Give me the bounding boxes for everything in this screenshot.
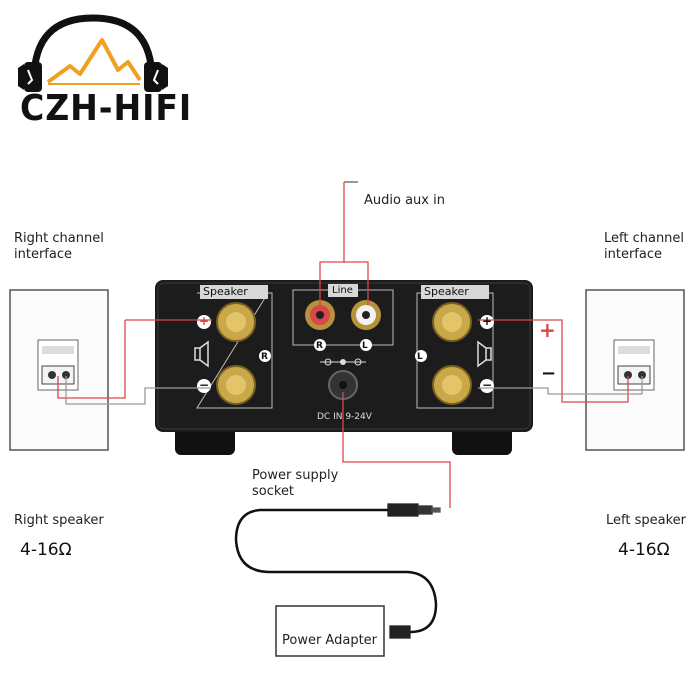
- right-plus-mark: +: [482, 314, 493, 328]
- power-adapter-box: [275, 605, 385, 657]
- right-impedance: 4-16Ω: [20, 540, 72, 560]
- left-speaker-box: [585, 289, 685, 451]
- headphones-icon: [18, 14, 168, 92]
- right-minus-mark: −: [482, 378, 493, 392]
- panel-r-label: R: [261, 352, 268, 362]
- wires: [57, 181, 643, 639]
- rca-l-label: L: [362, 341, 368, 351]
- left-speaker-plus: +: [539, 318, 556, 342]
- left-channel-label-line2: interface: [604, 247, 662, 262]
- left-minus-mark: −: [199, 378, 210, 392]
- rca-r-label: R: [316, 341, 323, 351]
- panel-l-label: L: [417, 352, 423, 362]
- speaker-label-left: Speaker: [203, 285, 248, 298]
- speaker-label-right: Speaker: [424, 285, 469, 298]
- power-supply-label-line1: Power supply: [252, 468, 339, 483]
- left-speaker-label: Left speaker: [606, 513, 686, 528]
- amplifier: [155, 280, 533, 455]
- left-speaker-minus: −: [541, 363, 557, 384]
- right-channel-label-line1: Right channel: [14, 231, 104, 246]
- logo-text: CZH-HIFI: [20, 88, 193, 129]
- audio-aux-in-label: Audio aux in: [364, 193, 445, 208]
- right-speaker-box: [9, 289, 109, 451]
- right-speaker-label: Right speaker: [14, 513, 104, 528]
- dc-in-label: DC IN 9-24V: [317, 412, 372, 422]
- line-label: Line: [332, 285, 353, 296]
- left-channel-label-line1: Left channel: [604, 231, 685, 246]
- left-impedance: 4-16Ω: [618, 540, 670, 560]
- right-channel-label-line2: interface: [14, 247, 72, 262]
- left-plus-mark: +: [199, 314, 210, 328]
- power-supply-label-line2: socket: [252, 484, 295, 499]
- power-adapter-label: Power Adapter: [282, 633, 378, 648]
